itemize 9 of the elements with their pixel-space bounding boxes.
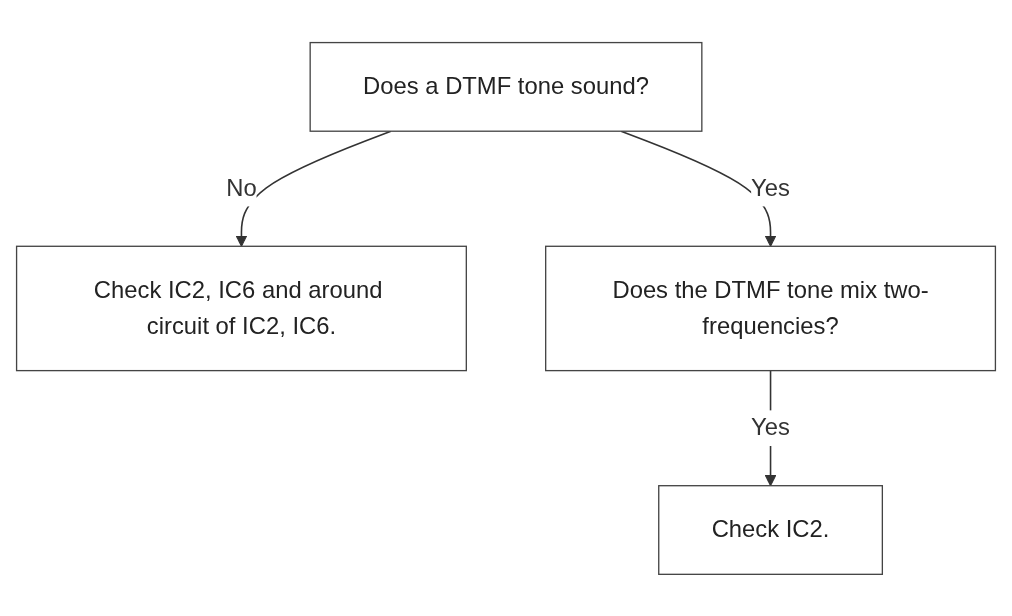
node-box: Does the DTMF tone mix two-frequencies? bbox=[545, 245, 997, 371]
arrow bbox=[620, 129, 777, 247]
node-box: Check IC2, IC6 and around circuit of IC2, IC6. bbox=[15, 245, 467, 371]
node-box: Check IC2. bbox=[658, 484, 883, 575]
edge-label: Yes bbox=[751, 174, 790, 201]
edge-label: No bbox=[226, 174, 257, 201]
edge-label: Yes bbox=[751, 413, 790, 441]
node-box: Does a DTMF tone sound? bbox=[309, 41, 703, 132]
arrow bbox=[235, 129, 392, 247]
